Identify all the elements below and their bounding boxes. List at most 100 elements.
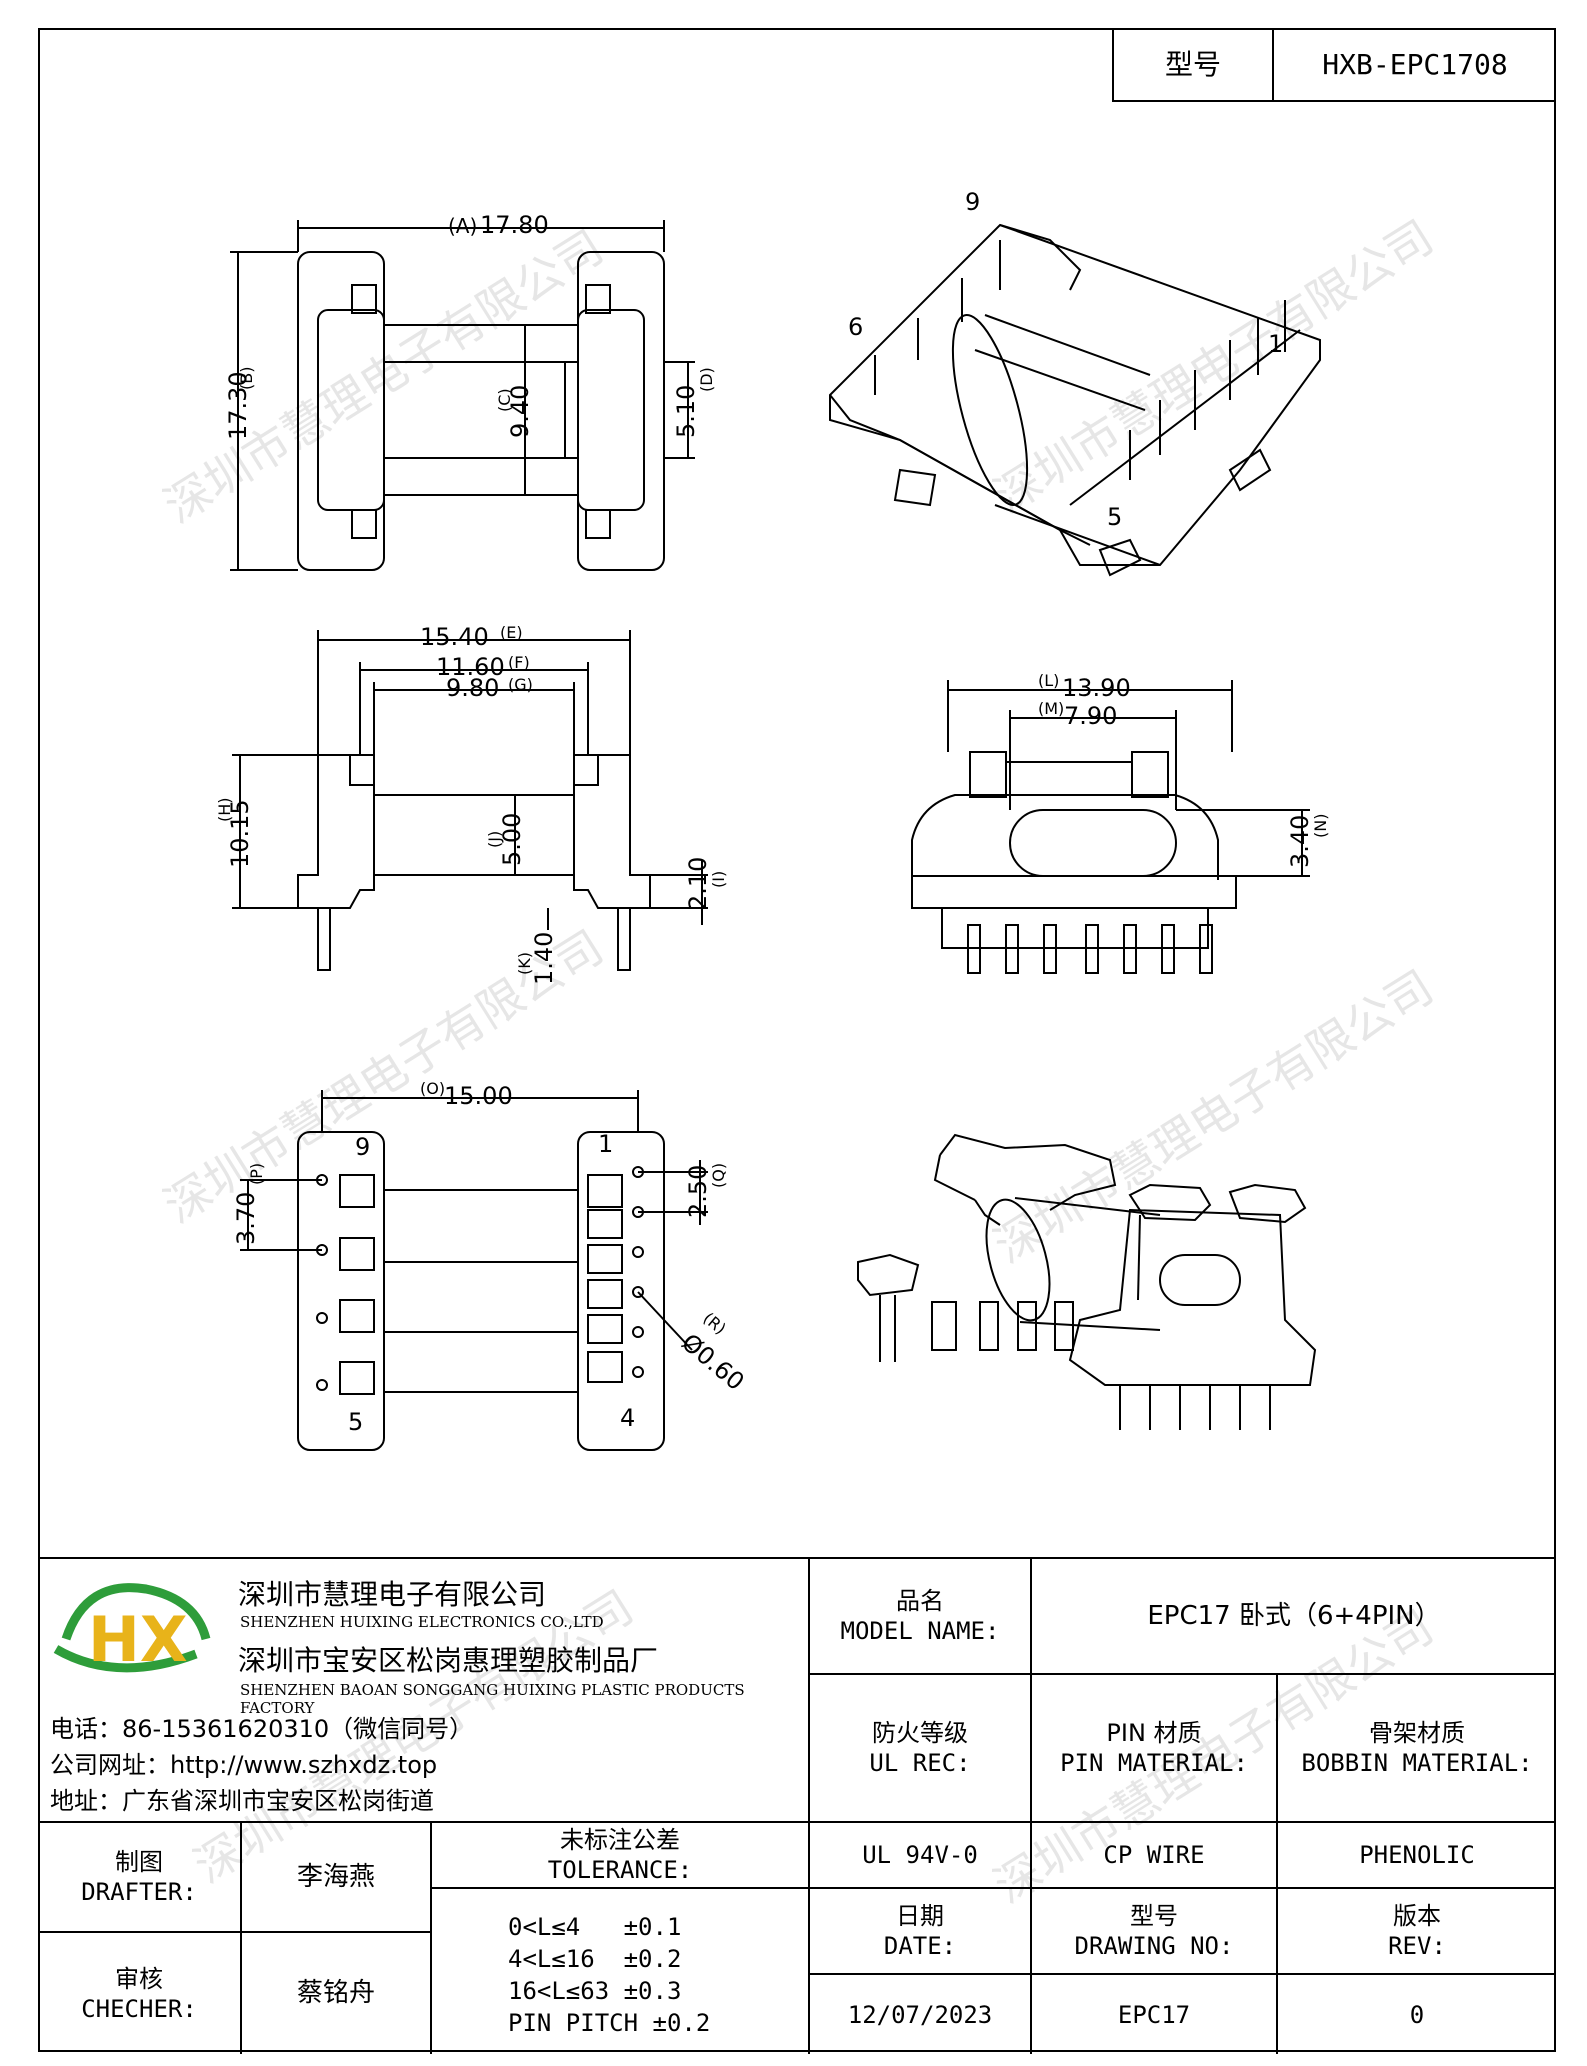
header-model-box: 型号 HXB-EPC1708 — [1112, 28, 1556, 102]
ul-rec-value: UL 94V-0 — [810, 1823, 1032, 1889]
dim-K-tag: (K) — [515, 952, 534, 975]
company-block: HX 深圳市慧理电子有限公司 SHENZHEN HUIXING ELECTRON… — [38, 1559, 810, 1823]
dim-C: 9.40 — [506, 385, 534, 438]
drawing-no-label: 型号 DRAWING NO: — [1032, 1889, 1278, 1975]
dim-J-tag: (J) — [485, 831, 504, 848]
drafter-label-en: DRAFTER: — [81, 1878, 197, 1906]
dim-F: 11.60 — [436, 653, 505, 681]
drawing-frame — [38, 28, 1556, 2052]
model-name-label-en: MODEL NAME: — [840, 1617, 1000, 1645]
front-view — [911, 680, 1310, 974]
dim-R-tag: (R) — [699, 1309, 729, 1339]
header-model-label: 型号 — [1114, 28, 1274, 100]
dim-M: 7.90 — [1064, 702, 1117, 730]
rev-label: 版本 REV: — [1278, 1889, 1556, 1975]
company-logo: HX — [53, 1583, 211, 1676]
dim-G-tag: (G) — [508, 675, 533, 694]
dim-R: Ø0.60 — [676, 1328, 749, 1396]
dim-C-tag: (C) — [495, 388, 514, 412]
date-label-cn: 日期 — [896, 1902, 944, 1930]
dim-L-tag: (L) — [1038, 671, 1059, 690]
company-website: 公司网址：http://www.szhxdz.top — [50, 1751, 438, 1779]
dim-N-tag: (N) — [1311, 814, 1330, 838]
dim-O: 15.00 — [444, 1082, 513, 1110]
dim-D: 5.10 — [672, 385, 700, 438]
model-name-value: EPC17 卧式（6+4PIN） — [1032, 1559, 1556, 1675]
dim-Q: 2.50 — [684, 1165, 712, 1218]
dim-M-tag: (M) — [1038, 699, 1064, 718]
engineering-drawing: (A) 17.80 17.30 (B) 9.40 (C) 5.10 (D) 9 … — [215, 188, 1330, 1451]
rev-value: 0 — [1409, 2000, 1425, 2029]
pin-number-5-iso: 5 — [1107, 503, 1122, 531]
date-value: 12/07/2023 — [810, 1975, 1032, 2054]
pin-number-1-iso: 1 — [1268, 330, 1283, 358]
pin-material-label-cn: PIN 材质 — [1106, 1719, 1202, 1747]
rev-label-cn: 版本 — [1393, 1902, 1441, 1930]
pin-number-1: 1 — [598, 1130, 613, 1158]
date-label: 日期 DATE: — [810, 1889, 1032, 1975]
dim-O-tag: (O) — [420, 1079, 445, 1098]
rev-label-en: REV: — [1388, 1932, 1446, 1960]
checker-label-cn: 审核 — [115, 1964, 163, 1993]
title-block: HX 深圳市慧理电子有限公司 SHENZHEN HUIXING ELECTRON… — [38, 1557, 1556, 2054]
pin-material-label: PIN 材质 PIN MATERIAL: — [1032, 1675, 1278, 1823]
iso-view-1 — [829, 223, 1321, 577]
dim-H-tag: (H) — [215, 797, 234, 822]
header-model-value: HXB-EPC1708 — [1322, 47, 1508, 81]
dim-L: 13.90 — [1062, 674, 1131, 702]
tolerance-row: 0<L≤4 ±0.1 — [508, 1913, 682, 1941]
tolerance-row: 16<L≤63 ±0.3 — [508, 1977, 682, 2005]
company-phone: 电话：86-15361620310（微信同号） — [50, 1715, 474, 1743]
dim-B-tag: (B) — [237, 367, 256, 390]
bobbin-material-label-en: BOBBIN MATERIAL: — [1301, 1749, 1533, 1777]
side-view — [232, 630, 708, 971]
pin-number-5: 5 — [348, 1408, 363, 1436]
bottom-view — [240, 1090, 708, 1451]
company-name-cn: 深圳市慧理电子有限公司 — [238, 1578, 547, 1611]
company-name-en: SHENZHEN HUIXING ELECTRONICS CO.,LTD — [240, 1613, 604, 1631]
ul-rec-label: 防火等级 UL REC: — [810, 1675, 1032, 1823]
tolerance-row: 4<L≤16 ±0.2 — [508, 1945, 682, 1973]
tolerance-label-cn: 未标注公差 — [560, 1826, 680, 1854]
iso-view-2 — [857, 1133, 1317, 1430]
tolerance-label: 未标注公差 TOLERANCE: — [432, 1823, 810, 1889]
checker-label-en: CHECHER: — [81, 1994, 197, 2023]
dim-I: 2.10 — [684, 857, 712, 910]
checker-name: 蔡铭舟 — [242, 1933, 432, 2054]
company-address: 地址：广东省深圳市宝安区松岗街道 — [50, 1787, 434, 1815]
dim-Q-tag: (Q) — [709, 1163, 728, 1188]
dim-G: 9.80 — [446, 674, 499, 702]
dim-N: 3.40 — [1286, 815, 1314, 868]
dim-P-tag: (P) — [247, 1163, 266, 1185]
model-name-label-cn: 品名 — [896, 1587, 944, 1615]
drafter-label: 制图 DRAFTER: — [38, 1823, 242, 1933]
drafter-name: 李海燕 — [242, 1823, 432, 1933]
model-name-label: 品名 MODEL NAME: — [810, 1559, 1032, 1675]
dim-J: 5.00 — [498, 813, 526, 866]
ul-rec-label-en: UL REC: — [869, 1749, 971, 1777]
tolerance-table: 0<L≤4 ±0.1 4<L≤16 ±0.2 16<L≤63 ±0.3 PIN … — [432, 1889, 810, 2054]
tolerance-row: PIN PITCH ±0.2 — [508, 2009, 711, 2037]
drawing-no-value: EPC17 — [1032, 1975, 1278, 2054]
drawing-no-label-en: DRAWING NO: — [1074, 1932, 1234, 1960]
drawing-no-label-cn: 型号 — [1130, 1902, 1178, 1930]
pin-number-4: 4 — [620, 1404, 635, 1432]
bobbin-material-value: PHENOLIC — [1278, 1823, 1556, 1889]
pin-material-value: CP WIRE — [1032, 1823, 1278, 1889]
dim-E-tag: (E) — [500, 623, 523, 642]
dim-E: 15.40 — [420, 623, 489, 651]
drafter-label-cn: 制图 — [115, 1848, 163, 1876]
dim-A: 17.80 — [480, 211, 549, 239]
tolerance-label-en: TOLERANCE: — [547, 1856, 693, 1884]
logo-letters: HX — [88, 1603, 188, 1676]
date-label-en: DATE: — [883, 1932, 957, 1960]
pin-material-label-en: PIN MATERIAL: — [1060, 1749, 1248, 1777]
top-view — [230, 220, 695, 571]
factory-name-en: SHENZHEN BAOAN SONGGANG HUIXING PLASTIC … — [240, 1681, 745, 1717]
ul-rec-label-cn: 防火等级 — [872, 1719, 968, 1747]
pin-number-9: 9 — [355, 1133, 370, 1161]
checker-label: 审核 CHECHER: — [38, 1933, 242, 2054]
dim-P: 3.70 — [232, 1192, 260, 1245]
pin-number-6-iso: 6 — [848, 313, 863, 341]
dim-D-tag: (D) — [697, 367, 716, 392]
